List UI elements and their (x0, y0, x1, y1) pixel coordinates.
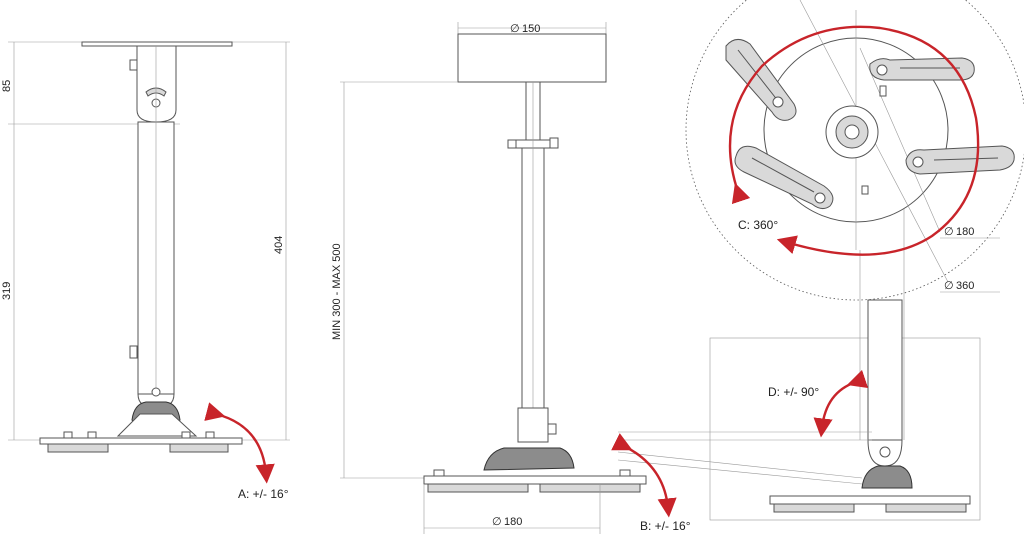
left-side-knob (129, 59, 138, 71)
rotation-d-label: D: +/- 90° (768, 385, 819, 399)
dim-symbol-disc-360: ∅ (944, 280, 954, 292)
front-projector-plate (423, 475, 647, 485)
left-screw-1 (63, 431, 73, 439)
dim-label-85: 85 (1, 80, 13, 92)
dim-symbol-150: ∅ (510, 23, 520, 35)
left-projector-plate (39, 437, 243, 445)
dim-label-disc-180: 180 (956, 226, 974, 238)
disc-arm-top-left (725, 39, 797, 121)
rotation-a-arrow (204, 402, 275, 484)
dim-label-150: 150 (522, 23, 540, 35)
rotation-d-arrow (813, 369, 869, 438)
disc-arm-bottom-left (734, 145, 834, 210)
front-joint-knob (547, 423, 557, 435)
left-lower-bolt-icon (151, 387, 161, 397)
disc-hub-center-icon (844, 124, 860, 140)
dim-label-height: MIN 300 - MAX 500 (331, 243, 343, 340)
left-screw-3 (181, 431, 191, 439)
tilt-clamp-block (861, 465, 913, 489)
front-plate-arm-1 (427, 483, 529, 493)
tilt-tube (867, 299, 903, 441)
left-screw-4 (205, 431, 215, 439)
rotation-a-label: A: +/- 16° (238, 487, 289, 501)
dim-label-404: 404 (273, 236, 285, 254)
front-lower-joint (517, 407, 549, 443)
tilt-plate-line-3 (617, 451, 863, 479)
front-clamp-block (483, 447, 575, 471)
rotation-b-arrow (611, 433, 677, 518)
dim-label-180: 180 (504, 516, 522, 528)
rotation-c-label: C: 360° (738, 218, 778, 232)
rotation-b-label: B: +/- 16° (640, 519, 691, 533)
left-top-bracket (136, 45, 177, 123)
left-plate-arm-1 (47, 443, 109, 453)
left-lower-knob (129, 345, 138, 359)
left-base-bracket (116, 413, 198, 437)
tilt-view-frame (709, 337, 981, 521)
tilt-view: D: +/- 90° B: +/- 16° (611, 180, 981, 533)
left-plate-arm-2 (169, 443, 229, 453)
top-ceiling-plate (457, 33, 607, 83)
dim-label-disc-360: 360 (956, 280, 974, 292)
disc-arm-top-right (869, 57, 975, 81)
disc-arm-bottom-right (905, 145, 1015, 175)
dim-symbol-disc-180: ∅ (944, 226, 954, 238)
left-ceiling-plate (81, 41, 233, 47)
tilt-bolt-icon (879, 446, 891, 458)
front-view: ∅ 150 MIN 300 - MAX 500 ∅ 180 (331, 22, 647, 534)
top-view-disc: C: 360° ∅ 180 ∅ 360 (685, 0, 1024, 301)
disc-diagonal-2 (859, 47, 941, 233)
front-plate-arm-2 (539, 483, 641, 493)
left-screw-2 (87, 431, 97, 439)
tilt-projector-plate (769, 495, 971, 505)
dim-label-319: 319 (1, 282, 13, 300)
rotation-c-arrow (728, 25, 980, 256)
height-lock-knob (549, 137, 559, 149)
left-side-view: 85 319 404 A: +/- 16° (1, 41, 290, 501)
dim-symbol-180: ∅ (492, 516, 502, 528)
